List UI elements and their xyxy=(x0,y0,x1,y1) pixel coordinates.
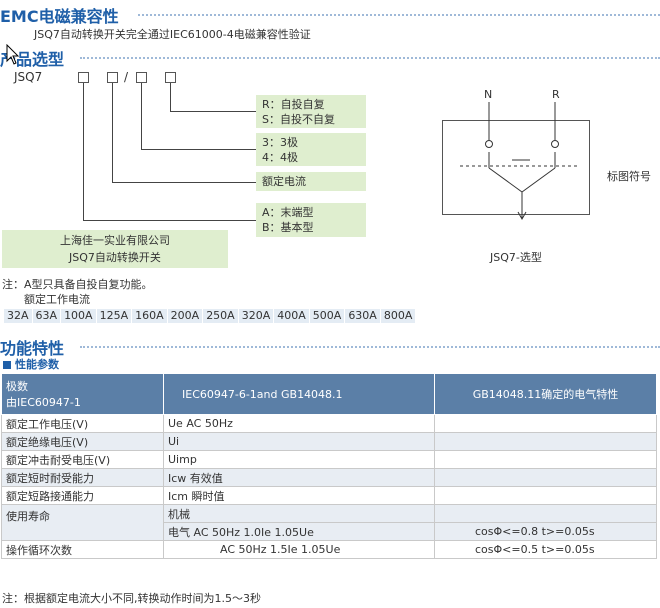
symbol-n-label: N xyxy=(484,88,493,101)
selection-title-rule xyxy=(80,57,660,59)
table-row: 使用寿命 机械 xyxy=(1,504,657,541)
pole-option-3: 3：3极 xyxy=(262,136,298,149)
current-strip: 32A 63A 100A 125A 160A 200A 250A 320A 40… xyxy=(4,309,416,323)
code-box-type xyxy=(78,72,89,83)
type-option-a: A：末端型 xyxy=(262,206,314,219)
current-value: 800A xyxy=(380,309,416,323)
table-row: 操作循环次数 AC 50Hz 1.5Ie 1.05Ue cosΦ<=0.5 t>… xyxy=(1,540,657,559)
table-row: 额定工作电压(V) Ue AC 50Hz xyxy=(1,414,657,433)
connector-type-h xyxy=(83,220,256,221)
table-row: 额定短时耐受能力 Icw 有效值 xyxy=(1,468,657,487)
row-value: Uimp xyxy=(163,450,435,469)
row-condition xyxy=(434,414,657,433)
current-value: 32A xyxy=(4,309,32,323)
connector-reset-h xyxy=(170,111,256,112)
current-value: 63A xyxy=(32,309,61,323)
current-value: 400A xyxy=(274,309,309,323)
header-cell-poles: 极数 由IEC60947-1 xyxy=(1,373,164,415)
table-row: 额定短路接通能力 Icm 瞬时值 xyxy=(1,486,657,505)
mouse-cursor-icon xyxy=(6,44,20,65)
header-cell-characteristics: GB14048.11确定的电气特性 xyxy=(434,373,657,415)
row-label: 额定短时耐受能力 xyxy=(1,468,164,487)
row-value-mechanical: 机械 xyxy=(163,504,435,523)
header-poles-line2: 由IEC60947-1 xyxy=(6,396,81,409)
row-label: 额定短路接通能力 xyxy=(1,486,164,505)
row-condition xyxy=(434,486,657,505)
company-product: JSQ7自动转换开关 xyxy=(69,251,161,264)
type-option-box: A：末端型 B：基本型 xyxy=(256,203,366,237)
code-box-poles xyxy=(136,72,147,83)
row-label: 操作循环次数 xyxy=(1,540,164,559)
row-value: AC 50Hz 1.5Ie 1.05Ue xyxy=(163,540,435,559)
row-label: 使用寿命 xyxy=(1,504,164,541)
row-condition xyxy=(434,468,657,487)
model-prefix: JSQ7 xyxy=(14,70,43,84)
current-option-label: 额定电流 xyxy=(262,175,306,188)
pole-option-box: 3：3极 4：4极 xyxy=(256,133,366,166)
company-box: 上海佳一实业有限公司 JSQ7自动转换开关 xyxy=(2,230,228,268)
current-strip-title: 额定工作电流 xyxy=(24,293,90,306)
reset-option-r: R：自投自复 xyxy=(262,98,325,111)
row-condition xyxy=(434,504,657,523)
company-name: 上海佳一实业有限公司 xyxy=(60,234,170,247)
current-value: 320A xyxy=(238,309,274,323)
symbol-r-label: R xyxy=(552,88,560,101)
emc-description: JSQ7自动转换开关完全通过IEC61000-4电磁兼容性验证 xyxy=(34,28,311,41)
connector-poles-h xyxy=(141,149,256,150)
current-value: 100A xyxy=(61,309,96,323)
row-value-electrical: 电气 AC 50Hz 1.0Ie 1.05Ue xyxy=(163,522,435,541)
emc-title-rule xyxy=(138,14,660,16)
row-value: Icw 有效值 xyxy=(163,468,435,487)
connector-current-v xyxy=(112,83,113,182)
footnote: 注：根据额定电流大小不同,转换动作时间为1.5～3秒 xyxy=(2,592,261,605)
performance-subtitle-text: 性能参数 xyxy=(15,358,59,371)
emc-title: EMC电磁兼容性 xyxy=(0,7,119,26)
current-value: 160A xyxy=(132,309,167,323)
row-condition: cosΦ<=0.5 t>=0.05s xyxy=(434,540,657,559)
current-value: 630A xyxy=(345,309,380,323)
current-value: 500A xyxy=(309,309,345,323)
code-slash: / xyxy=(124,70,129,84)
performance-table: 极数 由IEC60947-1 IEC60947-6-1and GB14048.1… xyxy=(1,373,657,559)
function-title: 功能特性 xyxy=(0,339,65,358)
current-value: 125A xyxy=(96,309,132,323)
current-value: 200A xyxy=(167,309,203,323)
symbol-caption: 标图符号 xyxy=(607,170,651,183)
transfer-switch-symbol-icon xyxy=(460,102,580,221)
current-option-box: 额定电流 xyxy=(256,172,366,191)
current-value: 250A xyxy=(203,309,238,323)
row-label: 额定工作电压(V) xyxy=(1,414,164,433)
connector-reset-v xyxy=(170,83,171,111)
symbol-model-caption: JSQ7-选型 xyxy=(490,251,542,264)
table-header-row: 极数 由IEC60947-1 IEC60947-6-1and GB14048.1… xyxy=(1,373,657,415)
row-condition: cosΦ<=0.8 t>=0.05s xyxy=(434,522,657,541)
connector-poles-v xyxy=(141,83,142,149)
code-box-current xyxy=(107,72,118,83)
table-row: 额定绝缘电压(V) Ui xyxy=(1,432,657,451)
row-value: Ui xyxy=(163,432,435,451)
performance-subtitle: 性能参数 xyxy=(3,356,59,372)
table-row: 额定冲击耐受电压(V) Uimp xyxy=(1,450,657,469)
row-label: 额定绝缘电压(V) xyxy=(1,432,164,451)
code-box-reset xyxy=(165,72,176,83)
row-label: 额定冲击耐受电压(V) xyxy=(1,450,164,469)
function-title-rule xyxy=(80,346,660,348)
row-condition xyxy=(434,450,657,469)
header-cell-standard: IEC60947-6-1and GB14048.1 xyxy=(163,373,435,415)
square-bullet-icon xyxy=(3,361,11,369)
switch-symbol-box xyxy=(442,120,590,215)
row-condition xyxy=(434,432,657,451)
reset-option-s: S：自投不自复 xyxy=(262,113,335,126)
row-value: Ue AC 50Hz xyxy=(163,414,435,433)
connector-current-h xyxy=(112,182,256,183)
type-option-b: B：基本型 xyxy=(262,221,314,234)
header-poles-line1: 极数 xyxy=(6,380,28,393)
connector-type-v xyxy=(83,83,84,220)
pole-option-4: 4：4极 xyxy=(262,151,298,164)
type-note: 注：A型只具备自投自复功能。 xyxy=(2,278,153,291)
reset-option-box: R：自投自复 S：自投不自复 xyxy=(256,95,366,128)
row-value: Icm 瞬时值 xyxy=(163,486,435,505)
